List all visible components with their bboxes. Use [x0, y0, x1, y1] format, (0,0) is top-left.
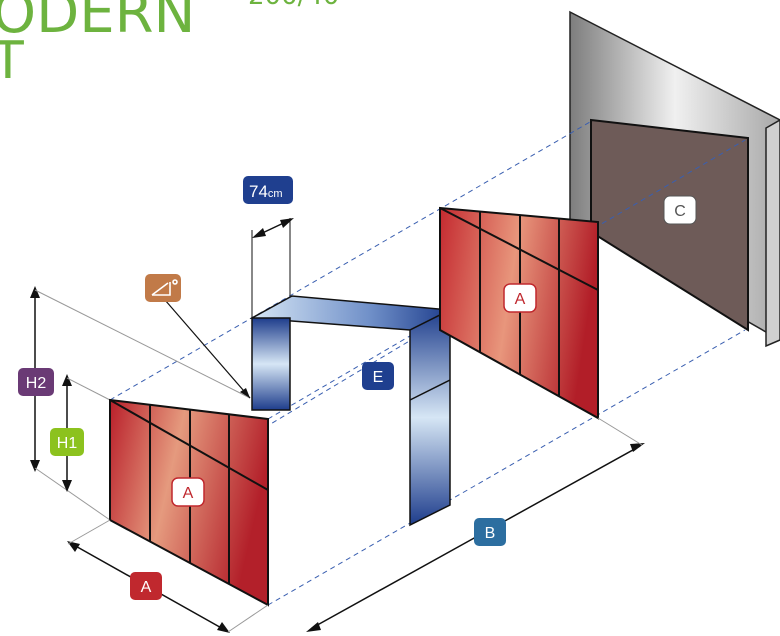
h2-label: H2 — [26, 375, 47, 392]
svg-text:74cm: 74cm — [249, 182, 283, 201]
angle-indicator — [164, 299, 251, 399]
wall — [569, 10, 780, 348]
title-line2: T — [0, 31, 24, 91]
label-a-front: A — [171, 477, 205, 507]
label-a-back: A — [503, 283, 537, 313]
label-h1: H1 — [50, 428, 84, 456]
e-label: E — [373, 369, 384, 386]
tunnel-passage — [249, 218, 453, 527]
a-back-label: A — [515, 291, 526, 308]
depth-unit: cm — [268, 188, 283, 200]
title-suffix: 200/40 — [248, 0, 339, 11]
title-line: ODERN — [0, 0, 195, 46]
page-heading: ODERN 200/40 T — [0, 0, 339, 91]
depth-value: 74 — [249, 182, 268, 201]
label-h2: H2 — [18, 368, 54, 396]
c-label: C — [674, 203, 686, 220]
h1-label: H1 — [57, 435, 78, 452]
a-front-label: A — [183, 485, 194, 502]
b-label: B — [485, 525, 496, 542]
label-depth: 74cm — [243, 176, 293, 204]
back-gate-panel — [439, 206, 599, 420]
depth-dimension — [252, 218, 294, 238]
a-bottom-label: A — [141, 579, 152, 596]
angle-badge — [145, 274, 181, 302]
label-c: C — [663, 195, 697, 225]
label-b: B — [474, 518, 506, 546]
angle-degree-icon — [151, 279, 178, 296]
label-e: E — [362, 362, 394, 390]
label-a-bottom: A — [130, 572, 162, 600]
garage-door — [590, 118, 749, 332]
